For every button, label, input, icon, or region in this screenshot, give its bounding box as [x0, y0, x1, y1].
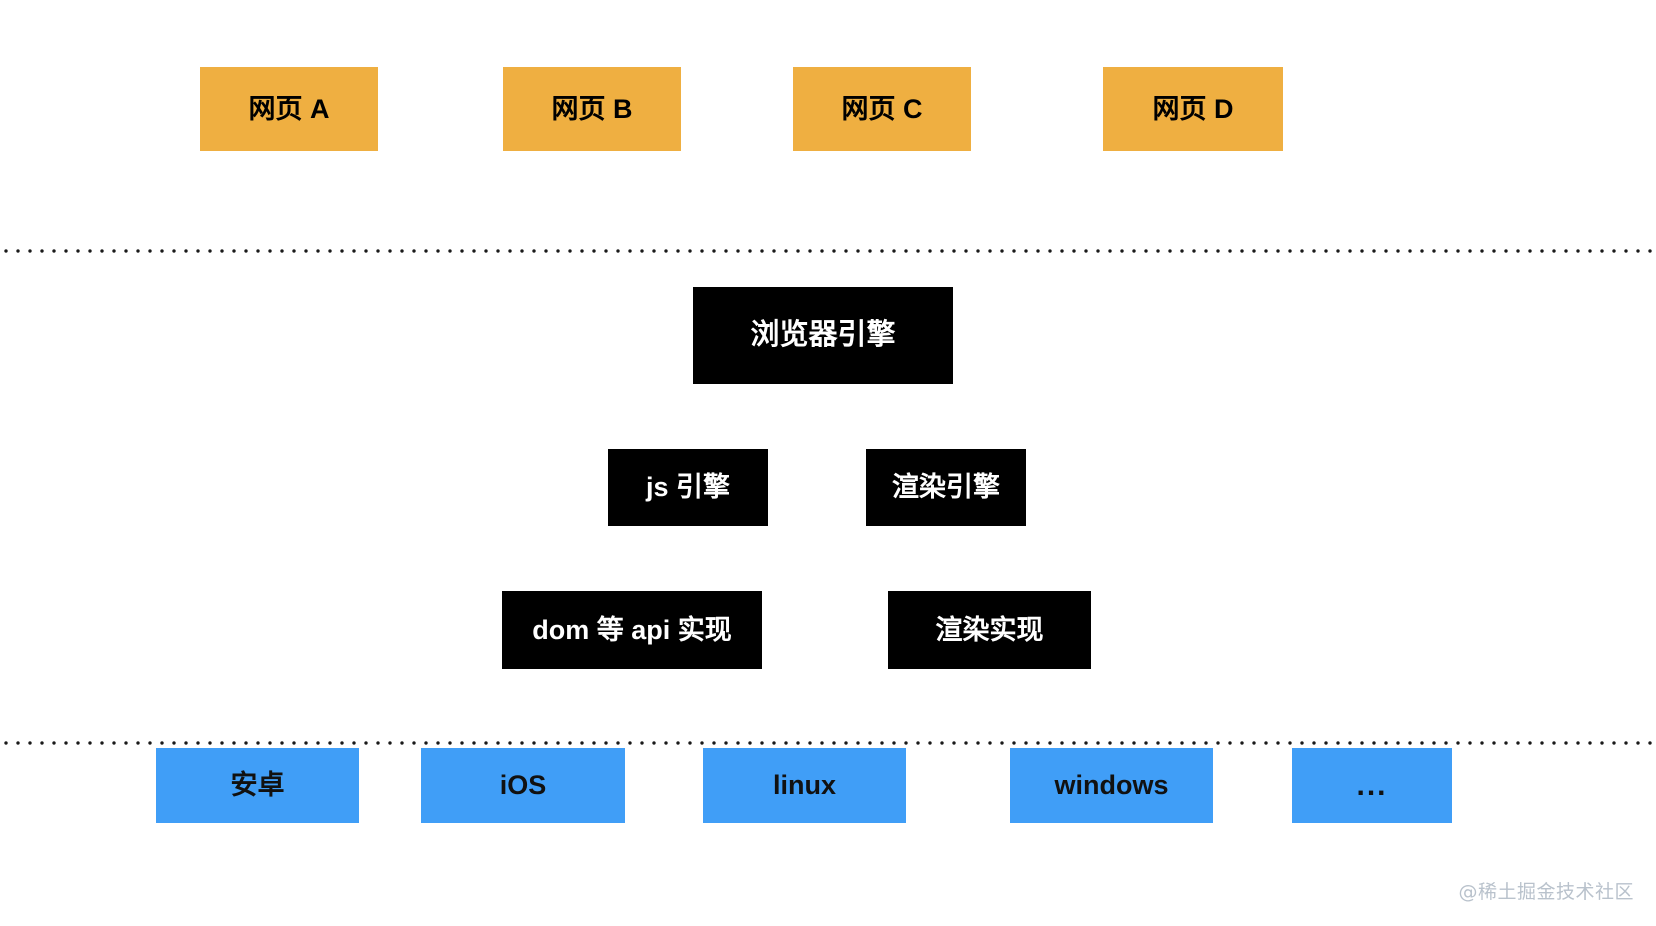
node-label: 网页 A — [248, 93, 330, 124]
node-label: iOS — [499, 770, 547, 801]
watermark: @稀土掘金技术社区 — [1458, 881, 1634, 903]
node-label: 网页 D — [1152, 93, 1234, 124]
pages-engine-divider — [0, 249, 1656, 253]
node-dom-api-impl: dom 等 api 实现 — [502, 591, 762, 669]
node-render-impl: 渲染实现 — [888, 591, 1091, 669]
node-os-linux: linux — [703, 748, 906, 823]
node-webpage-b: 网页 B — [503, 67, 681, 151]
node-webpage-d: 网页 D — [1103, 67, 1283, 151]
node-label: 安卓 — [230, 770, 285, 801]
engine-os-divider — [0, 741, 1656, 745]
node-os-more: ... — [1292, 748, 1452, 823]
node-webpage-c: 网页 C — [793, 67, 971, 151]
node-label: js 引擎 — [645, 472, 731, 503]
node-webpage-a: 网页 A — [200, 67, 378, 151]
node-label: 渲染引擎 — [892, 472, 1000, 503]
node-os-android: 安卓 — [156, 748, 359, 823]
node-label: windows — [1054, 770, 1169, 801]
node-render-engine: 渲染引擎 — [866, 449, 1026, 526]
node-browser-engine: 浏览器引擎 — [693, 287, 953, 384]
node-label: 网页 B — [551, 93, 633, 124]
node-label: 浏览器引擎 — [750, 319, 896, 352]
node-os-ios: iOS — [421, 748, 625, 823]
node-js-engine: js 引擎 — [608, 449, 768, 526]
node-label: dom 等 api 实现 — [532, 614, 732, 645]
node-label: linux — [772, 770, 836, 801]
node-os-windows: windows — [1010, 748, 1213, 823]
node-label: 渲染实现 — [935, 614, 1044, 645]
node-label: ... — [1356, 768, 1388, 802]
node-label: 网页 C — [841, 93, 923, 124]
